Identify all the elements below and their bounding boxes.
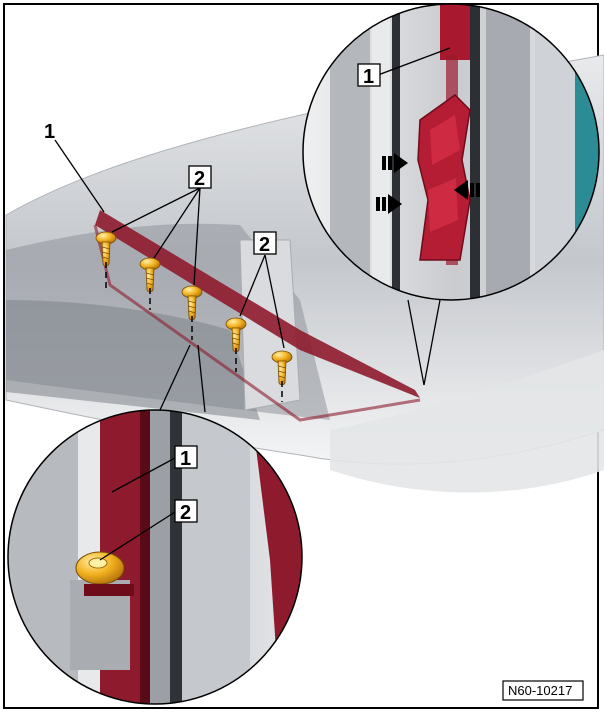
- detail-leader-1: [111, 457, 176, 493]
- callout-1-detail-top: 1: [363, 66, 374, 88]
- arrow-right-icon: [376, 194, 402, 214]
- detail-view-clip: [302, 3, 600, 301]
- callout-2-main-b: 2: [259, 234, 270, 256]
- arrow-left-icon: [454, 180, 480, 200]
- reference-code-box: [502, 680, 584, 701]
- callout-2-detail-bottom: 2: [180, 502, 191, 524]
- callout-1-detail-bottom: 1: [180, 448, 191, 470]
- callout-2-box: [188, 165, 212, 189]
- reference-code: N60-10217: [508, 683, 572, 698]
- callout-2-main-a: 2: [194, 168, 205, 190]
- callout-2-box: [174, 499, 198, 523]
- callout-1-box: [357, 63, 381, 87]
- callout-1-main: 1: [44, 121, 55, 143]
- detail-leader-1: [377, 47, 451, 76]
- detail-view-screw: [7, 409, 303, 705]
- screw-axis-lines: [105, 262, 283, 402]
- leader-lines: [54, 139, 441, 413]
- arrow-right-icon: [382, 153, 408, 173]
- push-direction-arrows: [376, 153, 480, 214]
- callout-2-box: [253, 231, 277, 255]
- callout-1-box: [174, 445, 198, 469]
- detail-leader-2: [99, 511, 176, 561]
